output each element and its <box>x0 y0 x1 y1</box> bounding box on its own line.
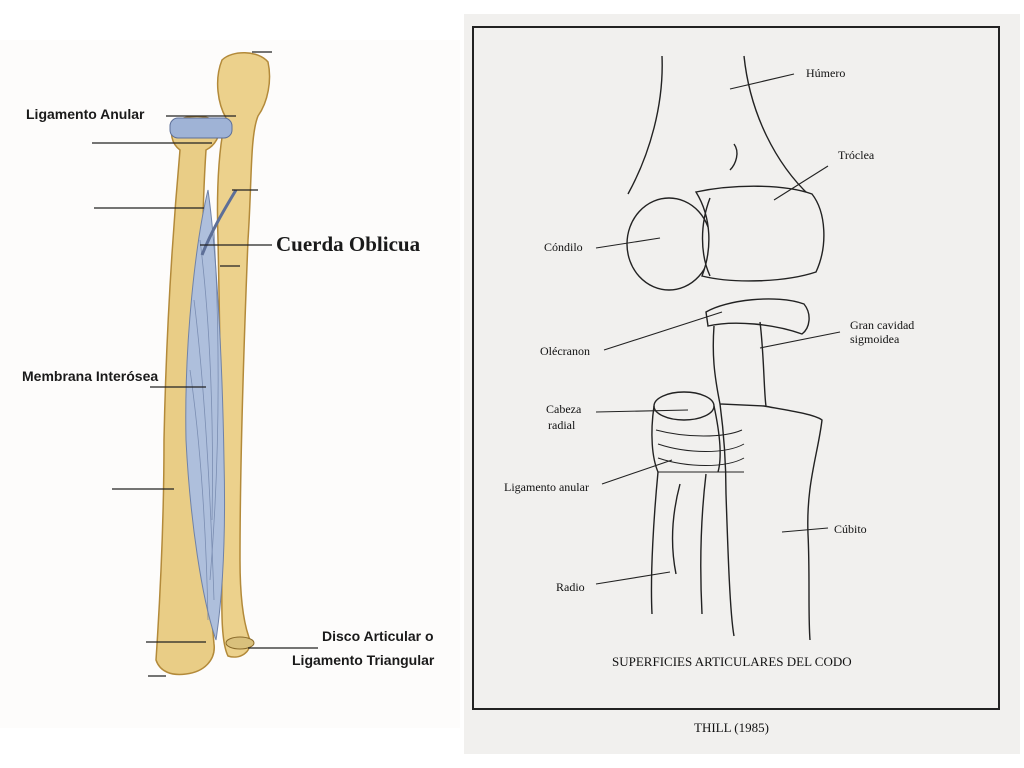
label-ligamento-anular: Ligamento Anular <box>26 106 145 122</box>
label-troclea: Tróclea <box>838 148 875 162</box>
diagram-caption: SUPERFICIES ARTICULARES DEL CODO <box>612 654 852 669</box>
forearm-drawing <box>92 51 318 677</box>
leader-radio <box>595 571 671 585</box>
leader-cubito <box>781 527 829 533</box>
ulna-bone <box>216 52 271 658</box>
annular-ligament-band <box>169 117 233 139</box>
label-disco-articular-line1: Disco Articular o <box>322 628 434 644</box>
humerus-notch <box>729 143 738 171</box>
leader-ligamento-anular <box>601 459 673 485</box>
articular-disc <box>225 636 255 650</box>
elbow-diagram-panel: Húmero Tróclea Cóndilo Olécranon Gran ca… <box>464 14 1020 754</box>
label-gran-cavidad-line1: Gran cavidad <box>850 318 915 332</box>
radial-neck <box>651 405 721 473</box>
radius-body <box>650 471 707 615</box>
leader-olecranon <box>603 311 723 351</box>
label-cuerda-oblicua: Cuerda Oblicua <box>276 232 421 256</box>
trochlea <box>694 185 825 282</box>
label-humero: Húmero <box>806 66 846 80</box>
diagram-frame <box>472 26 1000 710</box>
label-cabeza-radial-line2: radial <box>548 418 576 432</box>
olecranon <box>705 298 810 335</box>
oblique-cord <box>200 189 238 256</box>
membrane-fiber <box>189 369 209 621</box>
leader-troclea <box>773 165 829 201</box>
radius-crest <box>671 483 681 575</box>
condyle <box>626 197 712 291</box>
membrane-fiber <box>199 239 213 521</box>
label-condilo: Cóndilo <box>544 240 583 254</box>
elbow-drawing <box>595 55 841 641</box>
label-ligamento-anular-right: Ligamento anular <box>504 480 589 494</box>
sigmoid-cavity <box>759 321 767 407</box>
leader-condilo <box>595 237 661 249</box>
leader-cabeza-radial <box>595 409 689 413</box>
label-radio: Radio <box>556 580 585 594</box>
label-membrana-interosea: Membrana Interósea <box>22 368 159 384</box>
forearm-illustration-panel: Ligamento Anular Cuerda Oblicua Membrana… <box>0 40 460 728</box>
trochlea-groove <box>701 197 711 277</box>
leader-humero <box>729 73 795 90</box>
label-cubito: Cúbito <box>834 522 867 536</box>
radial-head <box>653 391 715 421</box>
label-olecranon: Olécranon <box>540 344 590 358</box>
ulna-body <box>712 325 823 641</box>
label-gran-cavidad-line2: sigmoidea <box>850 332 900 346</box>
label-disco-articular-line2: Ligamento Triangular <box>292 652 435 668</box>
annular-ligament <box>655 429 745 473</box>
diagram-source: THILL (1985) <box>694 720 769 735</box>
leader-gran-cavidad <box>759 331 841 349</box>
membrane-fiber <box>209 229 219 581</box>
label-cabeza-radial-line1: Cabeza <box>546 402 582 416</box>
